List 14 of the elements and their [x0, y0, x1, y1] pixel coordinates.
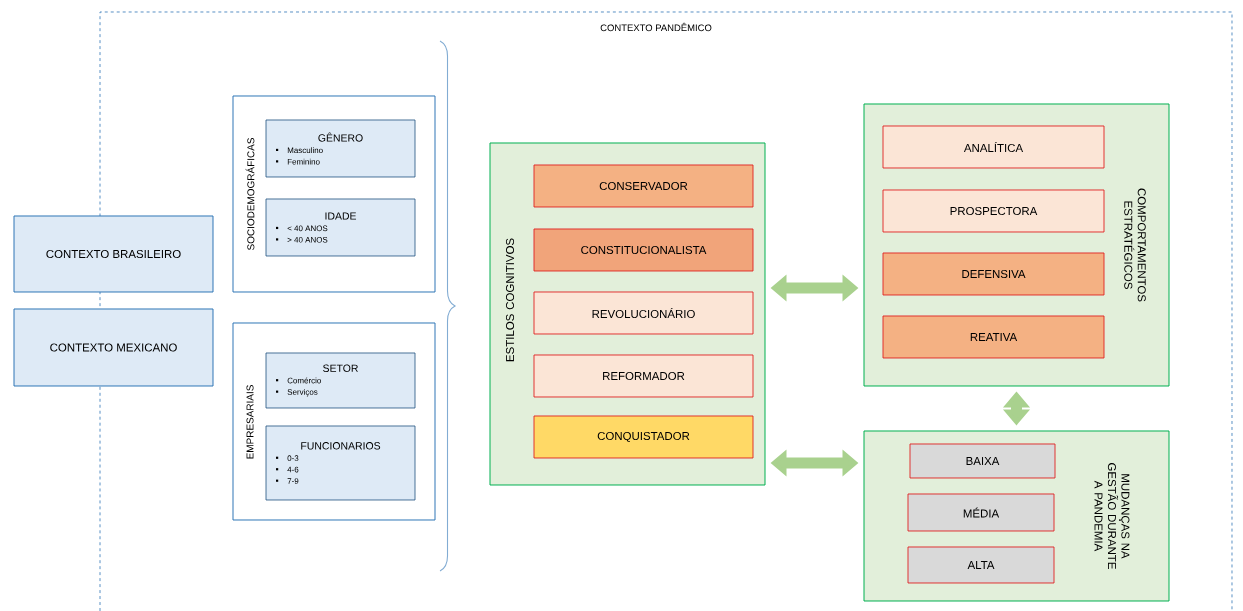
option-box: PROSPECTORA: [882, 189, 1105, 233]
option-box: CONQUISTADOR: [533, 415, 754, 459]
option-box: DEFENSIVA: [882, 252, 1105, 296]
option-box: ALTA: [907, 546, 1055, 584]
option-box: MÉDIA: [907, 493, 1055, 532]
context-box: CONTEXTO BRASILEIRO: [13, 215, 214, 293]
option-box: REATIVA: [882, 315, 1105, 359]
option-box: CONSTITUCIONALISTA: [533, 228, 754, 272]
option-box: ANALÍTICA: [882, 125, 1105, 169]
option-box: REVOLUCIONÁRIO: [533, 291, 754, 335]
option-box: CONSERVADOR: [533, 164, 754, 208]
context-box: CONTEXTO MEXICANO: [13, 308, 214, 387]
option-box: REFORMADOR: [533, 354, 754, 398]
option-box: BAIXA: [909, 443, 1056, 479]
